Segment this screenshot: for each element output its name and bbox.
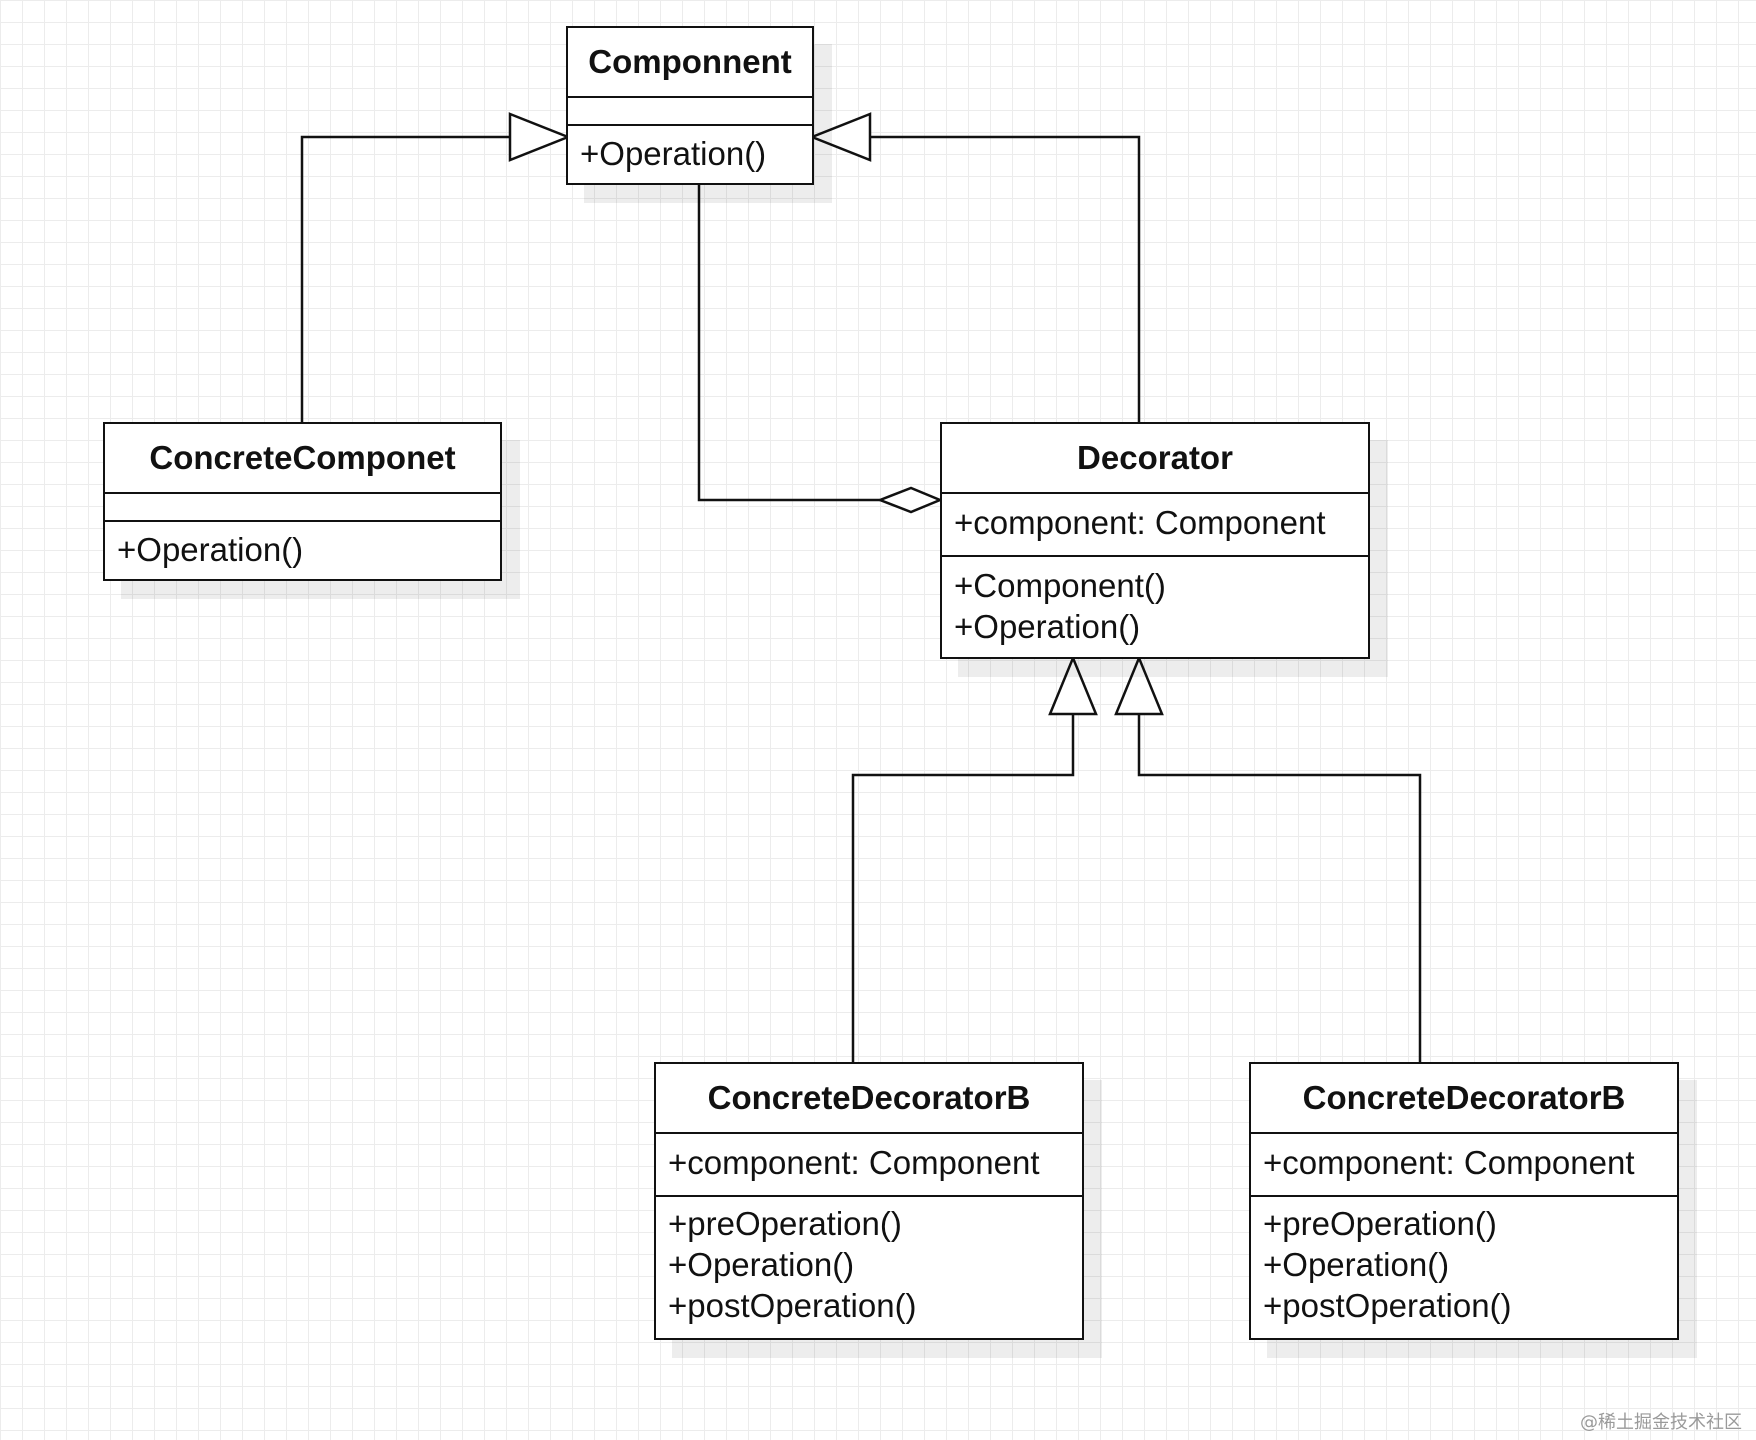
methods-section: +preOperation() +Operation() +postOperat… (656, 1197, 1082, 1326)
attribute: +component: Component (668, 1144, 1040, 1181)
class-name: ConcreteComponet (105, 424, 500, 494)
class-component[interactable]: Componnent +Operation() (566, 26, 814, 185)
method: +preOperation() (668, 1205, 902, 1242)
class-name: ConcreteDecoratorB (1251, 1064, 1677, 1134)
aggregation-diamond (876, 486, 944, 514)
method: +Operation() (117, 531, 304, 568)
watermark: @稀土掘金技术社区 (1580, 1412, 1742, 1433)
method: +preOperation() (1263, 1205, 1497, 1242)
class-decorator[interactable]: Decorator +component: Component +Compone… (940, 422, 1370, 659)
aggregation-line (697, 185, 880, 502)
method: +Operation() (580, 135, 767, 172)
methods-section: +preOperation() +Operation() +postOperat… (1251, 1197, 1677, 1326)
attributes-section: +component: Component (1251, 1134, 1677, 1197)
class-concrete-decorator-left[interactable]: ConcreteDecoratorB +component: Component… (654, 1062, 1084, 1340)
attributes-section: +component: Component (942, 494, 1368, 557)
class-name: ConcreteDecoratorB (656, 1064, 1082, 1134)
methods-section: +Operation() (568, 126, 812, 174)
attributes-section (568, 98, 812, 126)
class-name: Decorator (942, 424, 1368, 494)
attributes-section (105, 494, 500, 522)
methods-section: +Component() +Operation() (942, 557, 1368, 647)
class-concrete-decorator-right[interactable]: ConcreteDecoratorB +component: Component… (1249, 1062, 1679, 1340)
concrete-decorator-left-generalization-arrowhead (1048, 654, 1098, 716)
methods-section: +Operation() (105, 522, 500, 570)
method: +postOperation() (668, 1287, 917, 1324)
method: +Operation() (668, 1246, 855, 1283)
attributes-section: +component: Component (656, 1134, 1082, 1197)
method: +Operation() (1263, 1246, 1450, 1283)
concrete-decorator-right-generalization-line (1137, 714, 1422, 1062)
method: +Operation() (954, 608, 1141, 645)
method: +Component() (954, 567, 1166, 604)
decorator-generalization-line (870, 135, 1141, 422)
class-name: Componnent (568, 28, 812, 98)
method: +postOperation() (1263, 1287, 1512, 1324)
concrete-component-generalization-arrowhead (508, 112, 572, 162)
class-concrete-component[interactable]: ConcreteComponet +Operation() (103, 422, 502, 581)
attribute: +component: Component (954, 504, 1326, 541)
concrete-component-generalization-line (300, 135, 510, 422)
decorator-generalization-arrowhead (808, 112, 872, 162)
attribute: +component: Component (1263, 1144, 1635, 1181)
concrete-decorator-right-generalization-arrowhead (1114, 654, 1164, 716)
concrete-decorator-left-generalization-line (851, 714, 1075, 1062)
